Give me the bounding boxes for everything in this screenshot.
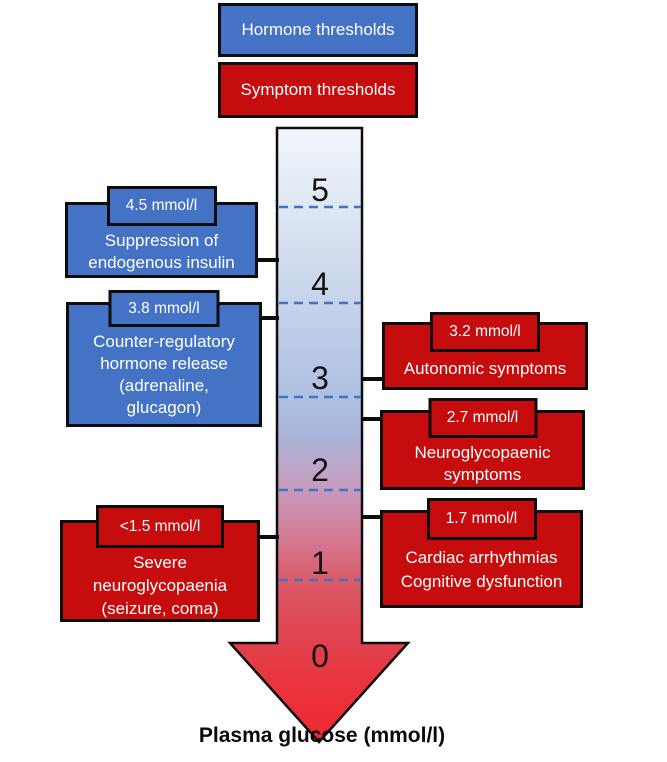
legend-symptom-thresholds: Symptom thresholds xyxy=(218,62,418,118)
connector-3.2 xyxy=(361,377,384,381)
tick-label-0: 0 xyxy=(311,638,329,674)
threshold-value-2.7: 2.7 mmol/l xyxy=(428,398,537,438)
tick-label-2: 2 xyxy=(311,452,329,488)
tick-label-3: 3 xyxy=(311,360,329,396)
threshold-value-3.8: 3.8 mmol/l xyxy=(108,290,220,327)
connector-3.8 xyxy=(259,316,279,320)
connector-1.7 xyxy=(361,515,382,519)
threshold-value-1.7: 1.7 mmol/l xyxy=(426,498,537,540)
tick-label-1: 1 xyxy=(311,545,329,581)
down-arrow-shape xyxy=(227,126,411,744)
symptom-box-3.2: 3.2 mmol/l Autonomic symptoms xyxy=(382,312,588,390)
symptom-box-3.2-text: Autonomic symptoms xyxy=(403,359,567,378)
connector-4.5 xyxy=(255,258,279,262)
tick-label-5: 5 xyxy=(311,172,329,208)
threshold-value-1.5: <1.5 mmol/l xyxy=(96,505,224,548)
legend-hormone-thresholds: Hormone thresholds xyxy=(218,3,418,57)
connector-1.5 xyxy=(257,535,279,539)
tick-label-4: 4 xyxy=(311,266,329,302)
threshold-value-3.2: 3.2 mmol/l xyxy=(430,312,540,352)
connector-2.7 xyxy=(361,417,382,421)
axis-caption: Plasma glucose (mmol/l) xyxy=(198,724,446,747)
threshold-value-4.5: 4.5 mmol/l xyxy=(106,186,217,226)
